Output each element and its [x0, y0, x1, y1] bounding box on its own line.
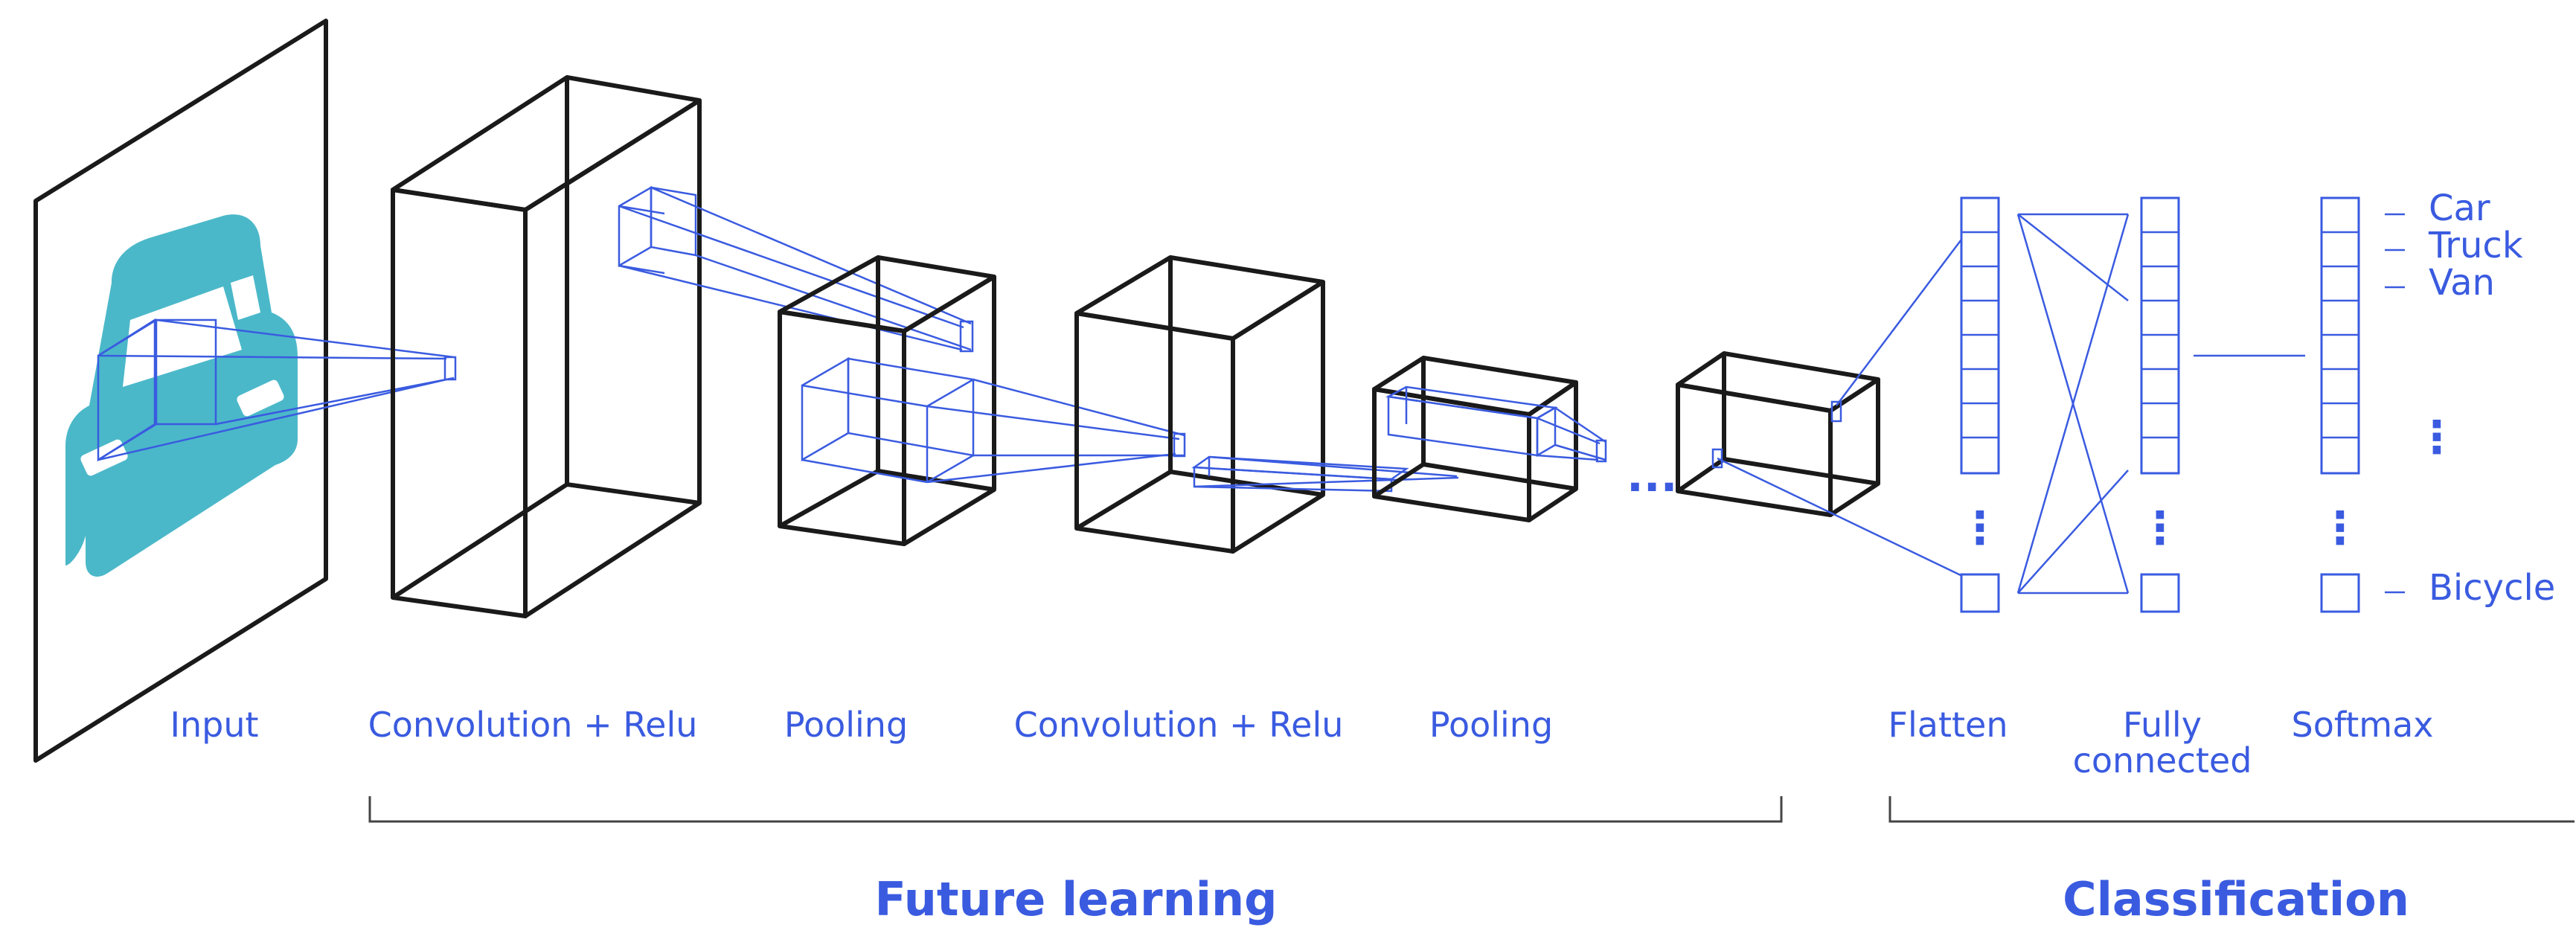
class-outputs: Car Truck Van ⋮ Bicycle — [2385, 188, 2555, 609]
flatten-fc-connections — [2016, 213, 2130, 595]
conv2-volume — [1074, 255, 1325, 554]
conv1-volume — [391, 75, 702, 618]
classification-section-bracket — [1888, 796, 2575, 823]
flatten-column: ⋮ — [1958, 196, 2002, 613]
stage-label-conv2: Convolution + Relu — [1014, 705, 1344, 745]
stage-label-pool2: Pooling — [1429, 705, 1553, 745]
ellipsis: ... — [1627, 450, 1677, 502]
stage-labels: Input Convolution + Relu Pooling Convolu… — [170, 705, 2433, 781]
conv2-receptive-field — [1191, 455, 1459, 493]
stage-label-flatten: Flatten — [1888, 705, 2008, 745]
pool2-volume — [1372, 356, 1578, 522]
section-title-feature: Future learning — [874, 872, 1277, 926]
final-volume — [1676, 351, 1880, 517]
class-label-van: Van — [2429, 262, 2495, 304]
input-receptive-field — [97, 318, 457, 462]
stage-label-pool1: Pooling — [784, 705, 908, 745]
pool1-volume — [778, 255, 996, 546]
stage-label-conv1: Convolution + Relu — [368, 705, 698, 745]
input-frame — [33, 19, 328, 763]
stage-label-fully: Fully — [2123, 705, 2202, 745]
conv1-receptive-field — [618, 185, 974, 353]
section-title-classification: Classification — [2063, 872, 2409, 926]
stage-label-input: Input — [170, 705, 258, 745]
stage-label-connected: connected — [2073, 740, 2252, 781]
fc-vertical-ellipsis: ⋮ — [2138, 502, 2182, 554]
car-icon — [65, 214, 298, 577]
class-label-bicycle: Bicycle — [2429, 567, 2555, 609]
class-label-car: Car — [2429, 188, 2490, 229]
softmax-vertical-ellipsis: ⋮ — [2318, 502, 2362, 554]
classes-vertical-ellipsis: ⋮ — [2415, 411, 2459, 464]
softmax-column: ⋮ — [2318, 196, 2362, 613]
fully-connected-column: ⋮ — [2138, 196, 2182, 613]
class-label-truck: Truck — [2428, 225, 2523, 266]
stage-label-softmax: Softmax — [2292, 705, 2434, 745]
pool2-receptive-field — [1385, 385, 1607, 463]
feature-section-bracket — [368, 796, 1783, 823]
flatten-vertical-ellipsis: ⋮ — [1958, 502, 2002, 554]
final-receptive-field — [1711, 215, 1980, 586]
